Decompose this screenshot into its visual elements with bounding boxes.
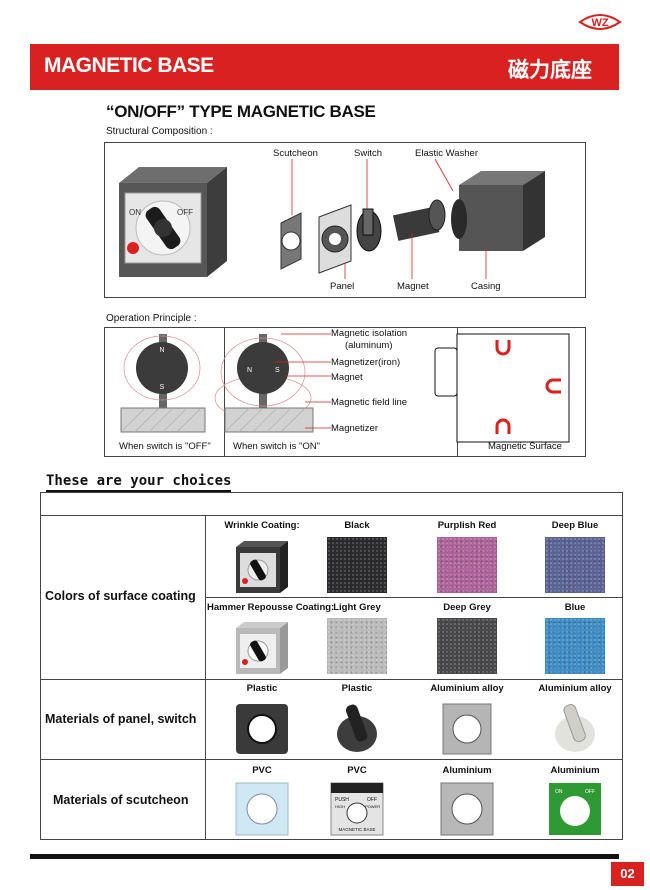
on-caption: When switch is "ON" xyxy=(233,441,320,452)
casing-part xyxy=(451,171,545,251)
surface-caption: Magnetic Surface xyxy=(488,441,562,452)
magnetic-base-image: ON OFF xyxy=(119,167,227,277)
scutcheon-label: Scutcheon xyxy=(273,148,318,159)
choices-table: Colors of surface coating Materials of p… xyxy=(40,492,623,840)
isolation-label: Magnetic isolation xyxy=(331,328,408,339)
magnet-label: Magnet xyxy=(397,281,429,292)
material-label-3: Aluminium alloy xyxy=(430,683,504,694)
magnetizer-iron-label: Magnetizer(iron) xyxy=(331,357,401,368)
material-label-4: Aluminium alloy xyxy=(538,683,612,694)
footer-bar xyxy=(30,854,619,859)
elastic-washer-label: Elastic Washer xyxy=(415,148,478,159)
svg-text:PUSH: PUSH xyxy=(335,797,349,803)
scutcheon-label-2: PVC xyxy=(347,765,367,776)
swatch-purplish-red xyxy=(437,537,497,593)
col-label-purplish-red: Purplish Red xyxy=(437,520,497,531)
material-label-2: Plastic xyxy=(341,683,373,694)
page-title: MAGNETIC BASE xyxy=(44,54,214,77)
switch-off-figure: N S xyxy=(120,334,206,433)
off-caption: When switch is "OFF" xyxy=(119,441,211,452)
page-number: 02 xyxy=(611,862,644,886)
magnetizer-label: Magnetizer xyxy=(331,423,378,434)
casing-label: Casing xyxy=(471,281,501,292)
operation-illustration: N S N S xyxy=(120,333,570,443)
magnet-part xyxy=(392,199,446,241)
structural-label: Structural Composition : xyxy=(106,126,213,137)
aluminium-switch-image xyxy=(555,704,595,752)
pvc-scutcheon-light-image xyxy=(235,782,289,836)
structure-illustration: ON OFF xyxy=(119,158,545,279)
row-label-coating: Colors of surface coating xyxy=(45,589,196,603)
black-base-image xyxy=(236,541,288,593)
pvc-scutcheon-dark-image: PUSH OFF HIGH POWER MAGNETIC BASE xyxy=(330,782,384,836)
panel-part xyxy=(318,204,352,274)
svg-text:ON: ON xyxy=(555,789,563,795)
svg-text:N: N xyxy=(247,367,252,374)
aluminium-scutcheon-silver-image xyxy=(440,782,494,836)
scutcheon-part xyxy=(280,212,302,270)
plastic-panel-image xyxy=(236,704,288,754)
hammer-coating-label: Hammer Repousse Coating: xyxy=(207,602,335,613)
svg-text:OFF: OFF xyxy=(585,789,595,795)
svg-text:S: S xyxy=(160,384,165,391)
swatch-black xyxy=(327,537,387,593)
operation-label: Operation Principle : xyxy=(106,313,197,324)
aluminium-panel-image xyxy=(442,703,492,755)
wrinkle-coating-label: Wrinkle Coating: xyxy=(224,520,300,531)
col-label-deep-blue: Deep Blue xyxy=(551,520,599,531)
col-label-deep-grey: Deep Grey xyxy=(443,602,491,613)
grey-base-image xyxy=(236,622,288,674)
svg-text:OFF: OFF xyxy=(367,797,377,803)
swatch-blue xyxy=(545,618,605,674)
header-bar xyxy=(30,44,619,90)
structure-diagram: ON OFF xyxy=(104,142,586,298)
swatch-deep-blue xyxy=(545,537,605,593)
svg-text:N: N xyxy=(159,347,164,354)
magnetic-surface-figure xyxy=(434,333,570,443)
svg-text:ON: ON xyxy=(129,208,141,217)
row-label-panel-switch: Materials of panel, switch xyxy=(45,712,197,726)
svg-text:HIGH: HIGH xyxy=(335,804,345,809)
switch-label: Switch xyxy=(354,148,382,159)
plastic-switch-image xyxy=(337,704,377,752)
section-title: “ON/OFF” TYPE MAGNETIC BASE xyxy=(106,102,376,121)
svg-text:WZ: WZ xyxy=(591,17,608,29)
isolation-sub-label: (aluminum) xyxy=(345,340,393,351)
panel-label: Panel xyxy=(330,281,355,292)
switch-on-figure: N S xyxy=(214,333,331,433)
switch-part xyxy=(356,208,382,252)
scutcheon-label-3: Aluminium xyxy=(442,765,492,776)
choices-heading: These are your choices xyxy=(46,473,232,492)
swatch-light-grey xyxy=(327,618,387,674)
col-label-blue: Blue xyxy=(564,602,586,613)
row-label-scutcheon: Materials of scutcheon xyxy=(53,793,189,807)
col-label-light-grey: Light Grey xyxy=(333,602,381,613)
page-title-chinese: 磁力底座 xyxy=(508,59,592,82)
material-label-1: Plastic xyxy=(246,683,278,694)
aluminium-scutcheon-green-image: ON OFF xyxy=(549,783,601,835)
scutcheon-label-4: Aluminium xyxy=(550,765,600,776)
company-logo-icon: WZ xyxy=(578,14,622,30)
field-line-label: Magnetic field line xyxy=(331,397,408,408)
swatch-deep-grey xyxy=(437,618,497,674)
scutcheon-label-1: PVC xyxy=(252,765,272,776)
svg-text:OFF: OFF xyxy=(177,208,193,217)
svg-text:S: S xyxy=(275,367,280,374)
col-label-black: Black xyxy=(344,520,370,531)
magnet-op-label: Magnet xyxy=(331,372,363,383)
operation-diagram: N S N S xyxy=(104,327,586,457)
svg-text:POWER: POWER xyxy=(365,804,380,809)
svg-text:MAGNETIC BASE: MAGNETIC BASE xyxy=(338,827,375,832)
